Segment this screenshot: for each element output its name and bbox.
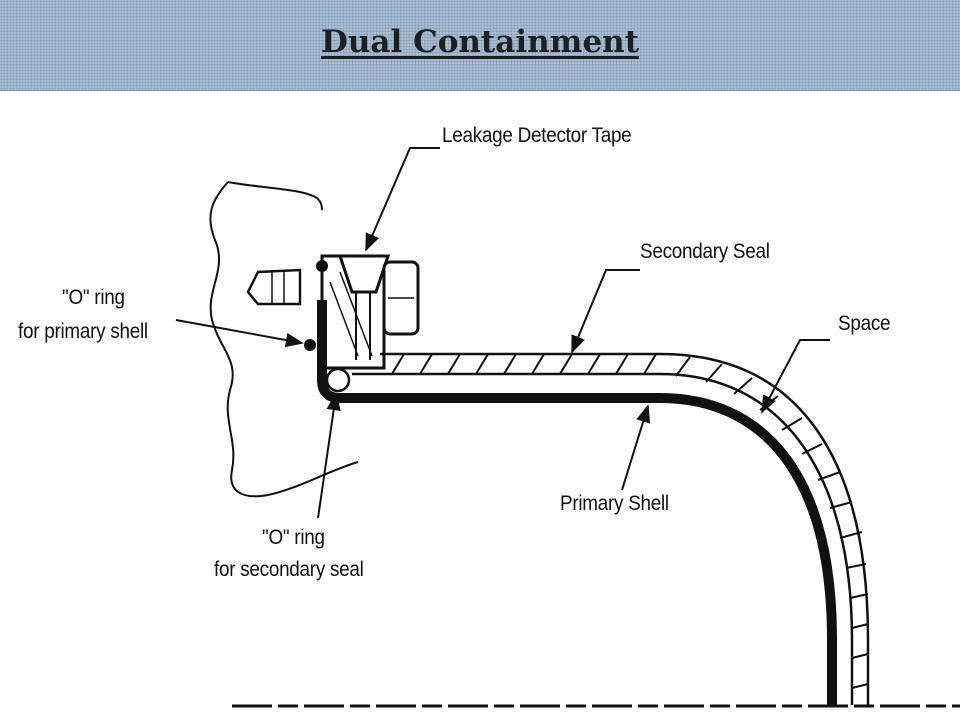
o-ring-secondary-seal <box>325 367 351 393</box>
arrow-primary-shell <box>621 404 651 491</box>
detector-cup <box>337 254 391 294</box>
o-ring-primary-shell <box>304 339 316 351</box>
label-secondary-seal: Secondary Seal <box>640 240 770 263</box>
label-o-ring-secondary-line2: for secondary seal <box>214 558 364 581</box>
arrow-space <box>761 339 830 414</box>
arrow-o-ring-primary <box>175 319 304 348</box>
page-title: Dual Containment <box>320 24 640 60</box>
label-space: Space <box>838 312 891 335</box>
space-gap-line <box>352 372 854 705</box>
secondary-seal-outer <box>380 352 870 705</box>
arrow-o-ring-secondary <box>317 392 341 519</box>
secondary-seal-hatch <box>391 353 869 689</box>
title-bar: Dual Containment <box>0 0 960 91</box>
label-o-ring-primary-line1: "O" ring <box>62 286 125 309</box>
label-o-ring-primary-line2: for primary shell <box>18 320 148 343</box>
tank-break-outline <box>209 181 359 498</box>
label-o-ring-secondary-line1: "O" ring <box>262 526 325 549</box>
primary-shell-line <box>317 300 837 705</box>
label-primary-shell: Primary Shell <box>560 492 669 515</box>
stud-tip <box>246 268 302 306</box>
label-leakage-detector-tape: Leakage Detector Tape <box>442 124 632 147</box>
arrow-leakage-tape <box>365 147 440 252</box>
arrow-secondary-seal <box>571 269 640 354</box>
